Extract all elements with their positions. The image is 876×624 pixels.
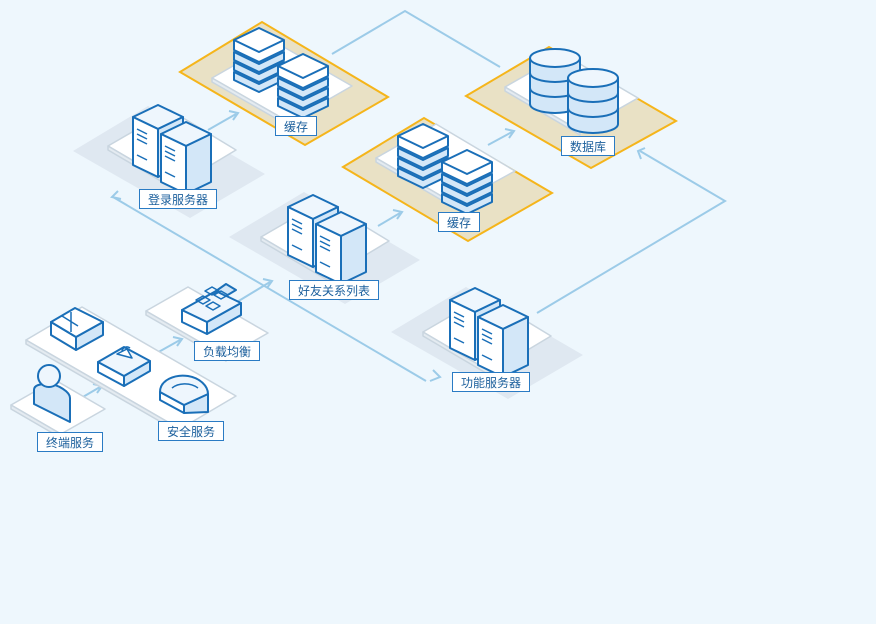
database-label: 数据库 — [561, 136, 616, 156]
terminal-service-label: 终端服务 — [37, 432, 104, 452]
shield-icon — [159, 374, 209, 414]
load-balance-label: 负载均衡 — [194, 341, 261, 361]
connector-cache-mid-to-database — [487, 131, 513, 146]
login-server-label: 登录服务器 — [139, 189, 218, 209]
cache-mid-label: 缓存 — [438, 212, 481, 232]
connector-function-to-database — [536, 150, 727, 314]
security-service-label: 安全服务 — [158, 421, 225, 441]
firewall-icon — [50, 307, 104, 351]
function-server-label: 功能服务器 — [452, 372, 531, 392]
connector-cache-to-database — [331, 9, 501, 68]
connector-login-to-cache — [207, 113, 237, 131]
cache-top-label: 缓存 — [275, 116, 318, 136]
network-switch-icon — [181, 283, 242, 335]
friend-list-label: 好友关系列表 — [289, 280, 380, 300]
firewall-lock-icon — [97, 346, 151, 387]
user-icon — [33, 364, 71, 423]
connector-login-to-function — [112, 196, 427, 382]
connector-friend-to-cache — [377, 212, 401, 227]
